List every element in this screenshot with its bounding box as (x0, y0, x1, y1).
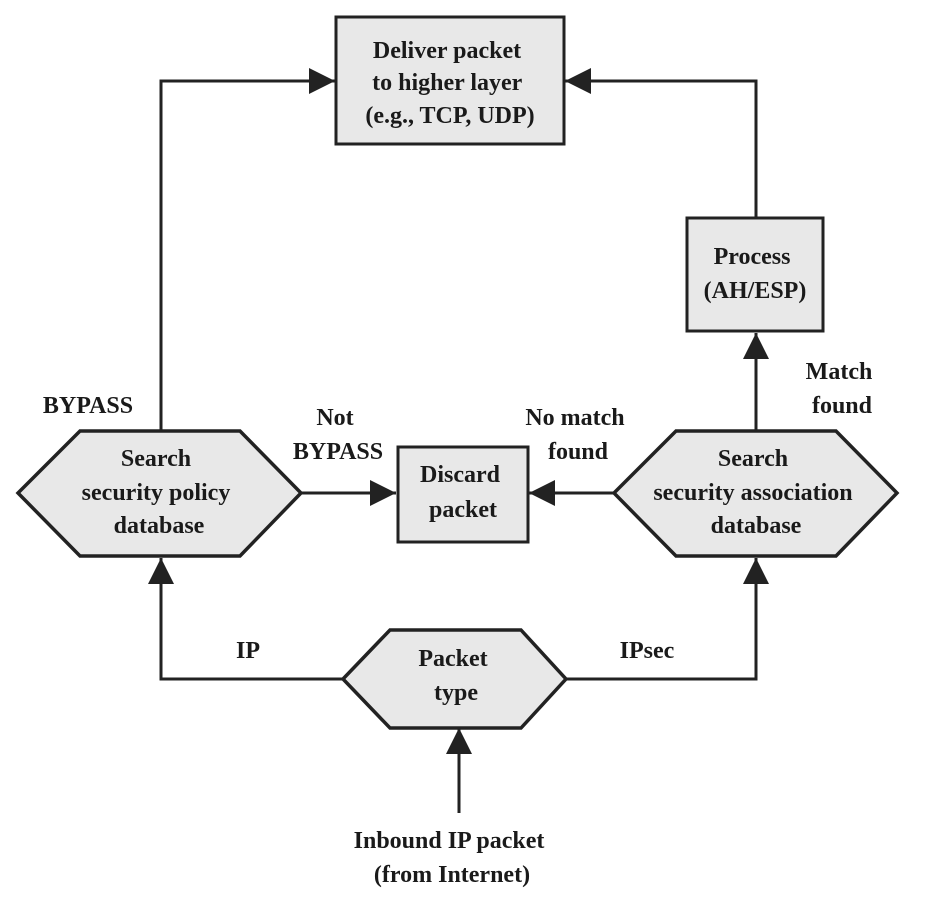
svg-text:Search security policy: Search security policy database (82, 446, 237, 539)
arrow-ipsec-to-sad (566, 558, 769, 681)
not-bypass-line-2: BYPASS (293, 439, 383, 465)
packet-type-line-2: type (434, 680, 478, 706)
process-line-2: (AH/ESP) (704, 278, 807, 304)
arrow-ip-to-spd (148, 558, 343, 681)
search-sad-node: Search security association database (611, 429, 900, 558)
svg-text:Search security associat: Search security association database (653, 446, 858, 539)
sad-line-1: Search (718, 446, 788, 472)
no-match-label: No match found (525, 405, 630, 465)
match-found-label: Match found (806, 359, 879, 419)
spd-line-3: database (114, 513, 205, 539)
no-match-line-2: found (548, 439, 609, 465)
inbound-packet-label: Inbound IP packet (from Internet) (354, 828, 551, 888)
svg-text:Deliver packet to higher: Deliver packet to higher layer (e.g., TC… (365, 38, 534, 129)
packet-type-hexagon (340, 628, 569, 730)
sad-line-3: database (711, 513, 802, 539)
no-match-line-1: No match (525, 405, 624, 431)
spd-line-2: security policy (82, 480, 231, 506)
match-found-line-2: found (812, 393, 873, 419)
packet-type-line-1: Packet (418, 646, 487, 672)
ipsec-label: IPsec (620, 638, 675, 664)
process-line-1: Process (714, 244, 791, 270)
deliver-packet-node: Deliver packet to higher layer (e.g., TC… (334, 15, 566, 146)
arrow-bypass-to-deliver (159, 68, 335, 431)
spd-line-1: Search (121, 446, 191, 472)
process-box (685, 216, 825, 333)
discard-line-2: packet (429, 497, 497, 523)
deliver-packet-box (334, 15, 566, 146)
svg-text:Discard packet: Discard packet (420, 462, 506, 523)
deliver-line-3: (e.g., TCP, UDP) (365, 103, 534, 129)
search-spd-hexagon (15, 429, 304, 558)
packet-type-node: Packet type (340, 628, 569, 730)
not-bypass-line-1: Not (316, 405, 353, 431)
ip-label: IP (236, 638, 260, 664)
svg-text:Packet type: Packet type (418, 646, 493, 706)
match-found-line-1: Match (806, 359, 873, 385)
arrow-process-to-deliver (565, 68, 758, 217)
search-sad-hexagon (611, 429, 900, 558)
not-bypass-label: Not BYPASS (293, 405, 383, 465)
discard-packet-box (396, 445, 530, 544)
bypass-label: BYPASS (43, 393, 133, 419)
inbound-line-2: (from Internet) (374, 862, 530, 888)
connectors (148, 68, 769, 813)
svg-text:Process (AH/ESP): Process (AH/ESP) (704, 244, 807, 304)
process-node: Process (AH/ESP) (685, 216, 825, 333)
discard-line-1: Discard (420, 462, 501, 488)
search-spd-node: Search security policy database (15, 429, 304, 558)
sad-line-2: security association (653, 480, 852, 506)
deliver-line-1: Deliver packet (373, 38, 521, 64)
deliver-line-2: to higher layer (372, 70, 523, 96)
inbound-line-1: Inbound IP packet (354, 828, 545, 854)
discard-packet-node: Discard packet (396, 445, 530, 544)
